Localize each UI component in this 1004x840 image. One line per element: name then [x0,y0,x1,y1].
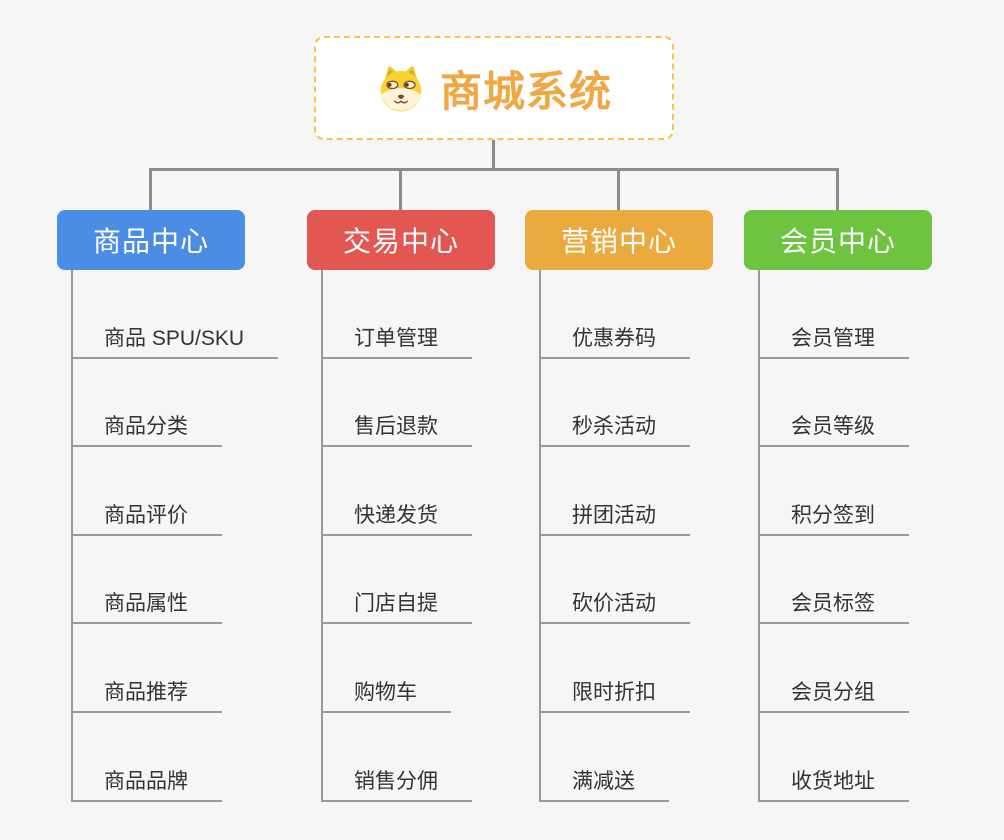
connector-horizontal [150,168,838,171]
child-node[interactable]: 门店自提 [321,592,472,624]
branch-header-marketing-center[interactable]: 营销中心 [525,210,713,270]
child-node[interactable]: 商品推荐 [71,681,222,713]
child-node[interactable]: 会员管理 [758,327,909,359]
connector-drop-marketing [617,168,620,210]
child-node[interactable]: 限时折扣 [539,681,690,713]
child-node[interactable]: 收货地址 [758,770,909,802]
connector-drop-trade [399,168,402,210]
branch-line [71,270,73,802]
branch-member-center: 会员中心 会员管理 会员等级 积分签到 会员标签 会员分组 收货地址 [744,210,1004,820]
child-node[interactable]: 商品分类 [71,415,222,447]
child-node[interactable]: 商品属性 [71,592,222,624]
child-node[interactable]: 会员等级 [758,415,909,447]
child-node[interactable]: 销售分佣 [321,770,472,802]
branch-header-member-center[interactable]: 会员中心 [744,210,932,270]
child-node[interactable]: 购物车 [321,681,451,713]
child-node[interactable]: 商品品牌 [71,770,222,802]
child-node[interactable]: 商品 SPU/SKU [71,327,279,359]
branch-product-center: 商品中心 商品 SPU/SKU 商品分类 商品评价 商品属性 商品推荐 商品品牌 [57,210,317,820]
child-node[interactable]: 商品评价 [71,504,222,536]
root-node-mall-system[interactable]: 商城系统 [314,36,674,140]
branch-header-product-center[interactable]: 商品中心 [57,210,245,270]
child-node[interactable]: 会员分组 [758,681,909,713]
child-node[interactable]: 会员标签 [758,592,909,624]
connector-drop-member [836,168,839,210]
branch-line [539,270,541,802]
child-node[interactable]: 拼团活动 [539,504,690,536]
child-node[interactable]: 快递发货 [321,504,472,536]
child-node[interactable]: 售后退款 [321,415,472,447]
connector-root-stub [492,140,495,170]
child-node[interactable]: 订单管理 [321,327,472,359]
child-node[interactable]: 砍价活动 [539,592,690,624]
child-node[interactable]: 优惠券码 [539,327,690,359]
child-node[interactable]: 秒杀活动 [539,415,690,447]
branch-line [321,270,323,802]
root-title: 商城系统 [439,67,612,115]
branch-line [758,270,760,802]
branch-marketing-center: 营销中心 优惠券码 秒杀活动 拼团活动 砍价活动 限时折扣 满减送 [525,210,785,820]
connector-drop-products [149,168,152,210]
dog-face-icon [380,66,422,112]
branch-trade-center: 交易中心 订单管理 售后退款 快递发货 门店自提 购物车 销售分佣 [307,210,567,820]
child-node[interactable]: 积分签到 [758,504,909,536]
branch-header-trade-center[interactable]: 交易中心 [307,210,495,270]
child-node[interactable]: 满减送 [539,770,669,802]
